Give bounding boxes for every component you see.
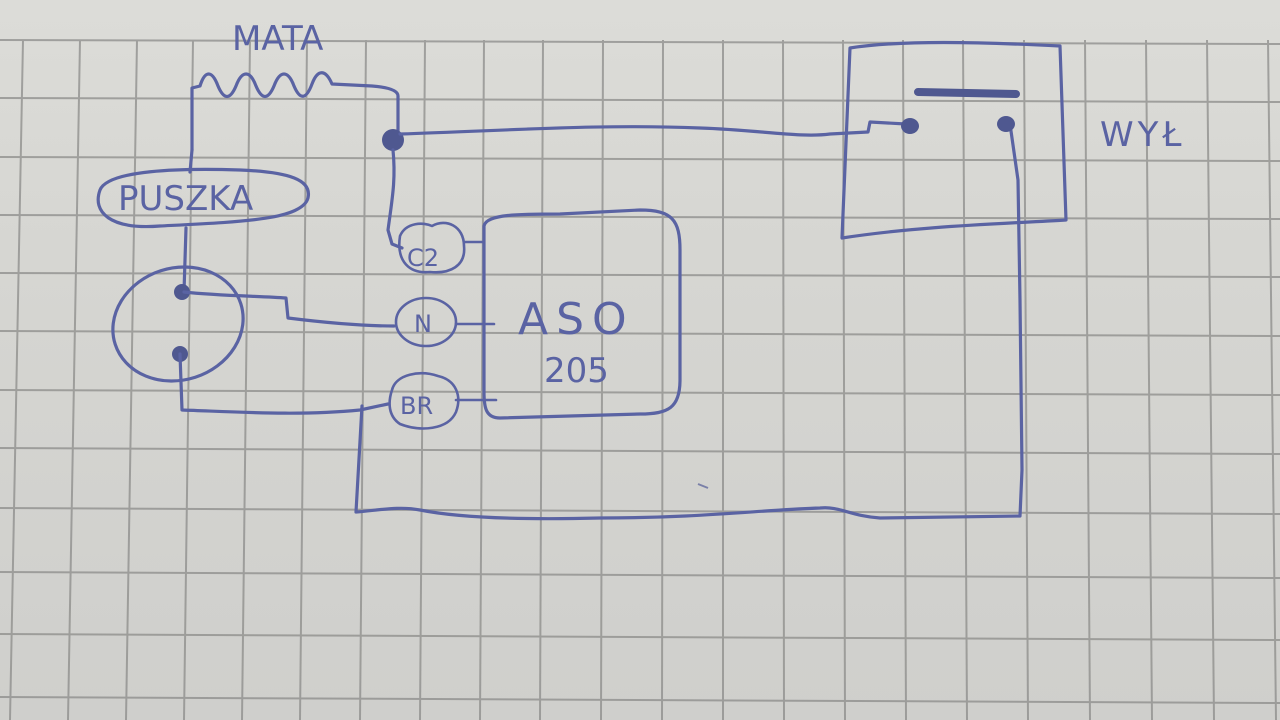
switch-outline-icon <box>840 40 1068 240</box>
wire-socket-to-br <box>178 352 390 415</box>
junction-box-oval-icon <box>96 167 311 229</box>
module-model-label: 205 <box>544 351 609 391</box>
wire-junction-box-to-socket <box>182 226 188 294</box>
terminal-br-label: BR <box>400 392 433 420</box>
heater-label: MATA <box>232 19 323 59</box>
switch-bar-icon <box>914 88 1020 98</box>
terminal-c2-outline-icon <box>398 221 466 274</box>
heater-mata: MATA <box>190 19 400 152</box>
junction-box-puszka: PUSZKA <box>96 167 311 229</box>
socket-outline-icon <box>111 265 245 383</box>
switch-contact-left-icon <box>901 118 919 134</box>
heater-resistor-icon <box>190 71 400 152</box>
wire-br-to-switch <box>354 122 1024 521</box>
socket-pin-top-icon <box>174 284 190 300</box>
ink-smudge <box>697 483 709 489</box>
wire-junction-to-c2 <box>386 148 404 250</box>
switch-wyl <box>840 40 1068 240</box>
terminal-br: BR <box>388 372 498 430</box>
socket <box>111 265 245 383</box>
terminal-n: N <box>394 296 496 348</box>
terminal-n-label: N <box>414 310 432 338</box>
module-outline-icon <box>482 208 682 420</box>
switch-contact-right-icon <box>997 116 1015 132</box>
wire-junction-to-switch <box>398 120 908 137</box>
terminal-c2: C2 <box>398 221 486 274</box>
terminal-br-outline-icon <box>388 372 460 430</box>
module-aso-205: ASO 205 C2 N BR <box>388 208 682 430</box>
junction-node-icon <box>382 129 404 151</box>
switch-label: WYŁ <box>1100 115 1186 155</box>
terminal-c2-label: C2 <box>407 244 439 272</box>
wire-socket-to-n <box>182 290 396 328</box>
module-name-label: ASO <box>518 294 635 345</box>
junction-box-label: PUSZKA <box>118 179 253 219</box>
terminal-n-outline-icon <box>394 296 458 348</box>
